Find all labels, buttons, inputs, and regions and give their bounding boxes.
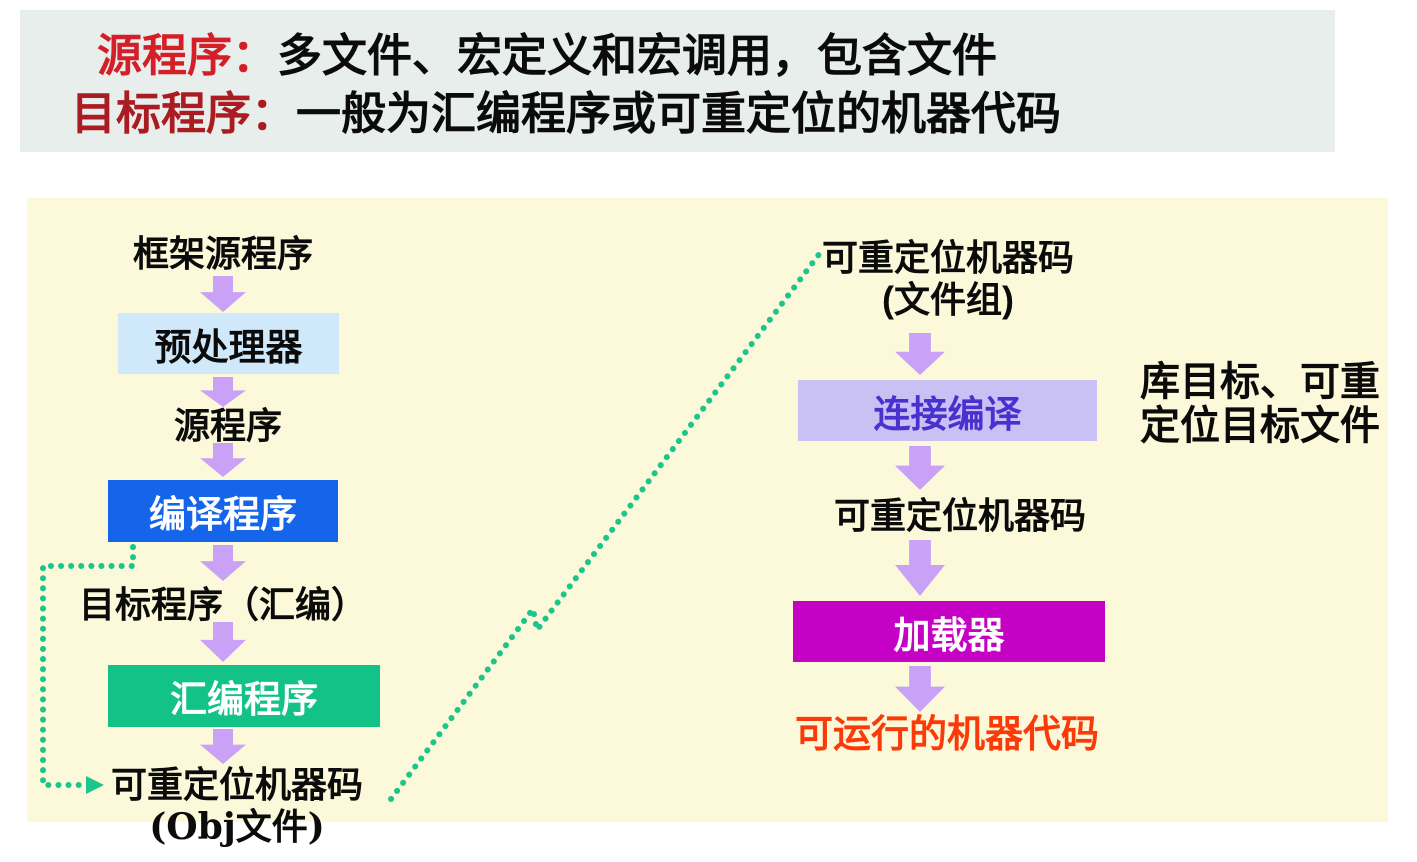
arrow-down-icon xyxy=(200,729,246,764)
label-relocatable-obj: 可重定位机器码 (Obj文件) xyxy=(92,764,382,848)
header-line-target: 目标程序：一般为汇编程序或可重定位的机器代码 xyxy=(71,90,1061,138)
arrow-down-icon xyxy=(895,540,945,596)
arrow-down-icon xyxy=(895,333,945,375)
box-linker: 连接编译 xyxy=(798,380,1097,441)
label-relocatable-obj-line2: (Obj文件) xyxy=(149,806,325,848)
label-source-program: 源程序 xyxy=(173,405,282,446)
label-relocatable-machine-code: 可重定位机器码 xyxy=(833,495,1086,536)
label-relocatable-obj-line1: 可重定位机器码 xyxy=(110,764,363,805)
header-target-label: 目标程序： xyxy=(71,88,297,139)
side-note-library-objects: 库目标、可重 定位目标文件 xyxy=(1140,360,1417,448)
arrow-down-icon xyxy=(200,545,246,581)
label-relocatable-group-line1: 可重定位机器码 xyxy=(821,237,1074,278)
arrow-down-icon xyxy=(895,666,945,712)
label-relocatable-group-line2: (文件组) xyxy=(882,279,1014,320)
box-assembler: 汇编程序 xyxy=(108,665,380,727)
side-note-line2: 定位目标文件 xyxy=(1140,404,1380,448)
arrow-down-icon xyxy=(200,276,246,312)
header-source-label: 源程序： xyxy=(97,30,278,81)
label-relocatable-group: 可重定位机器码 (文件组) xyxy=(803,237,1093,321)
label-runnable-machine-code: 可运行的机器代码 xyxy=(794,714,1099,756)
arrow-down-icon xyxy=(895,446,945,490)
header-source-text: 多文件、宏定义和宏调用，包含文件 xyxy=(277,30,998,81)
arrow-down-icon xyxy=(200,443,246,477)
label-frame-source: 框架源程序 xyxy=(132,233,313,274)
box-loader: 加载器 xyxy=(793,601,1105,662)
header-box: 源程序：多文件、宏定义和宏调用，包含文件 目标程序：一般为汇编程序或可重定位的机… xyxy=(20,10,1335,152)
side-note-line1: 库目标、可重 xyxy=(1140,360,1380,404)
box-preprocessor: 预处理器 xyxy=(118,313,339,374)
arrow-down-icon xyxy=(200,377,246,407)
label-target-assembly: 目标程序（汇编） xyxy=(78,584,367,625)
header-target-text: 一般为汇编程序或可重定位的机器代码 xyxy=(296,88,1062,139)
box-compiler: 编译程序 xyxy=(108,480,338,542)
arrow-down-icon xyxy=(200,622,246,662)
header-line-source: 源程序：多文件、宏定义和宏调用，包含文件 xyxy=(97,32,997,80)
